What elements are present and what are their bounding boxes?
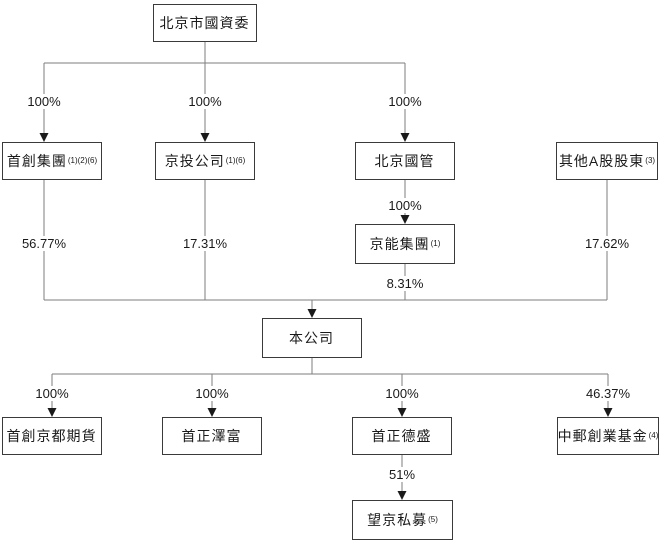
node-other-a-shareholders: 其他A股股東(3) xyxy=(556,142,658,180)
node-capital-group: 首創集團(1)(2)(6) xyxy=(2,142,102,180)
node-label: 北京市國資委 xyxy=(159,15,250,31)
node-label: 京投公司 xyxy=(164,153,225,169)
edge-label-guoguan-jingneng: 100% xyxy=(384,198,426,213)
node-label: 其他A股股東 xyxy=(558,153,645,169)
edge-label-jingneng-company: 8.31% xyxy=(382,276,428,291)
node-label: 望京私募 xyxy=(367,512,428,528)
node-superscript: (5) xyxy=(428,515,438,524)
node-beijing-sasac: 北京市國資委 xyxy=(153,4,257,42)
node-superscript: (3) xyxy=(645,156,656,165)
node-label: 北京國管 xyxy=(374,153,435,169)
node-superscript: (1)(2)(6) xyxy=(67,156,98,165)
node-wangjing-private-fund: 望京私募(5) xyxy=(352,500,453,540)
node-label: 中郵創業基金 xyxy=(557,428,648,444)
edge-label-sasac-jingtou: 100% xyxy=(184,94,226,109)
node-the-company: 本公司 xyxy=(262,318,362,358)
node-superscript: (4) xyxy=(648,431,659,440)
node-shouzheng-zefu: 首正澤富 xyxy=(162,417,262,455)
edge-label-other-a-company: 17.62% xyxy=(580,236,634,251)
edge-label-company-zefu: 100% xyxy=(191,386,233,401)
node-label: 本公司 xyxy=(289,330,334,346)
node-superscript: (1)(6) xyxy=(225,156,246,165)
node-beijing-guoguan: 北京國管 xyxy=(355,142,455,180)
edge-label-capital-group-company: 56.77% xyxy=(17,236,71,251)
edge-label-jingtou-company: 17.31% xyxy=(178,236,232,251)
node-label: 首正德盛 xyxy=(371,428,432,444)
node-label: 首創京都期貨 xyxy=(6,428,97,444)
arrowheads xyxy=(39,133,613,500)
edge-label-sasac-capital-group: 100% xyxy=(23,94,65,109)
node-label: 京能集團 xyxy=(369,236,430,252)
node-capital-jingdu-futures: 首創京都期貨 xyxy=(2,417,102,455)
edge-label-sasac-guoguan: 100% xyxy=(384,94,426,109)
node-china-post-fund: 中郵創業基金(4) xyxy=(557,417,659,455)
node-label: 首正澤富 xyxy=(181,428,242,444)
node-jingtou-company: 京投公司(1)(6) xyxy=(155,142,255,180)
node-jingneng-group: 京能集團(1) xyxy=(355,224,455,264)
edge-label-company-desheng: 100% xyxy=(381,386,423,401)
edge-label-desheng-wangjing: 51% xyxy=(384,467,420,482)
node-shouzheng-desheng: 首正德盛 xyxy=(352,417,452,455)
edge-label-company-futures: 100% xyxy=(31,386,73,401)
node-superscript: (1) xyxy=(430,239,441,248)
edge-label-company-china-post: 46.37% xyxy=(581,386,635,401)
node-label: 首創集團 xyxy=(6,153,67,169)
